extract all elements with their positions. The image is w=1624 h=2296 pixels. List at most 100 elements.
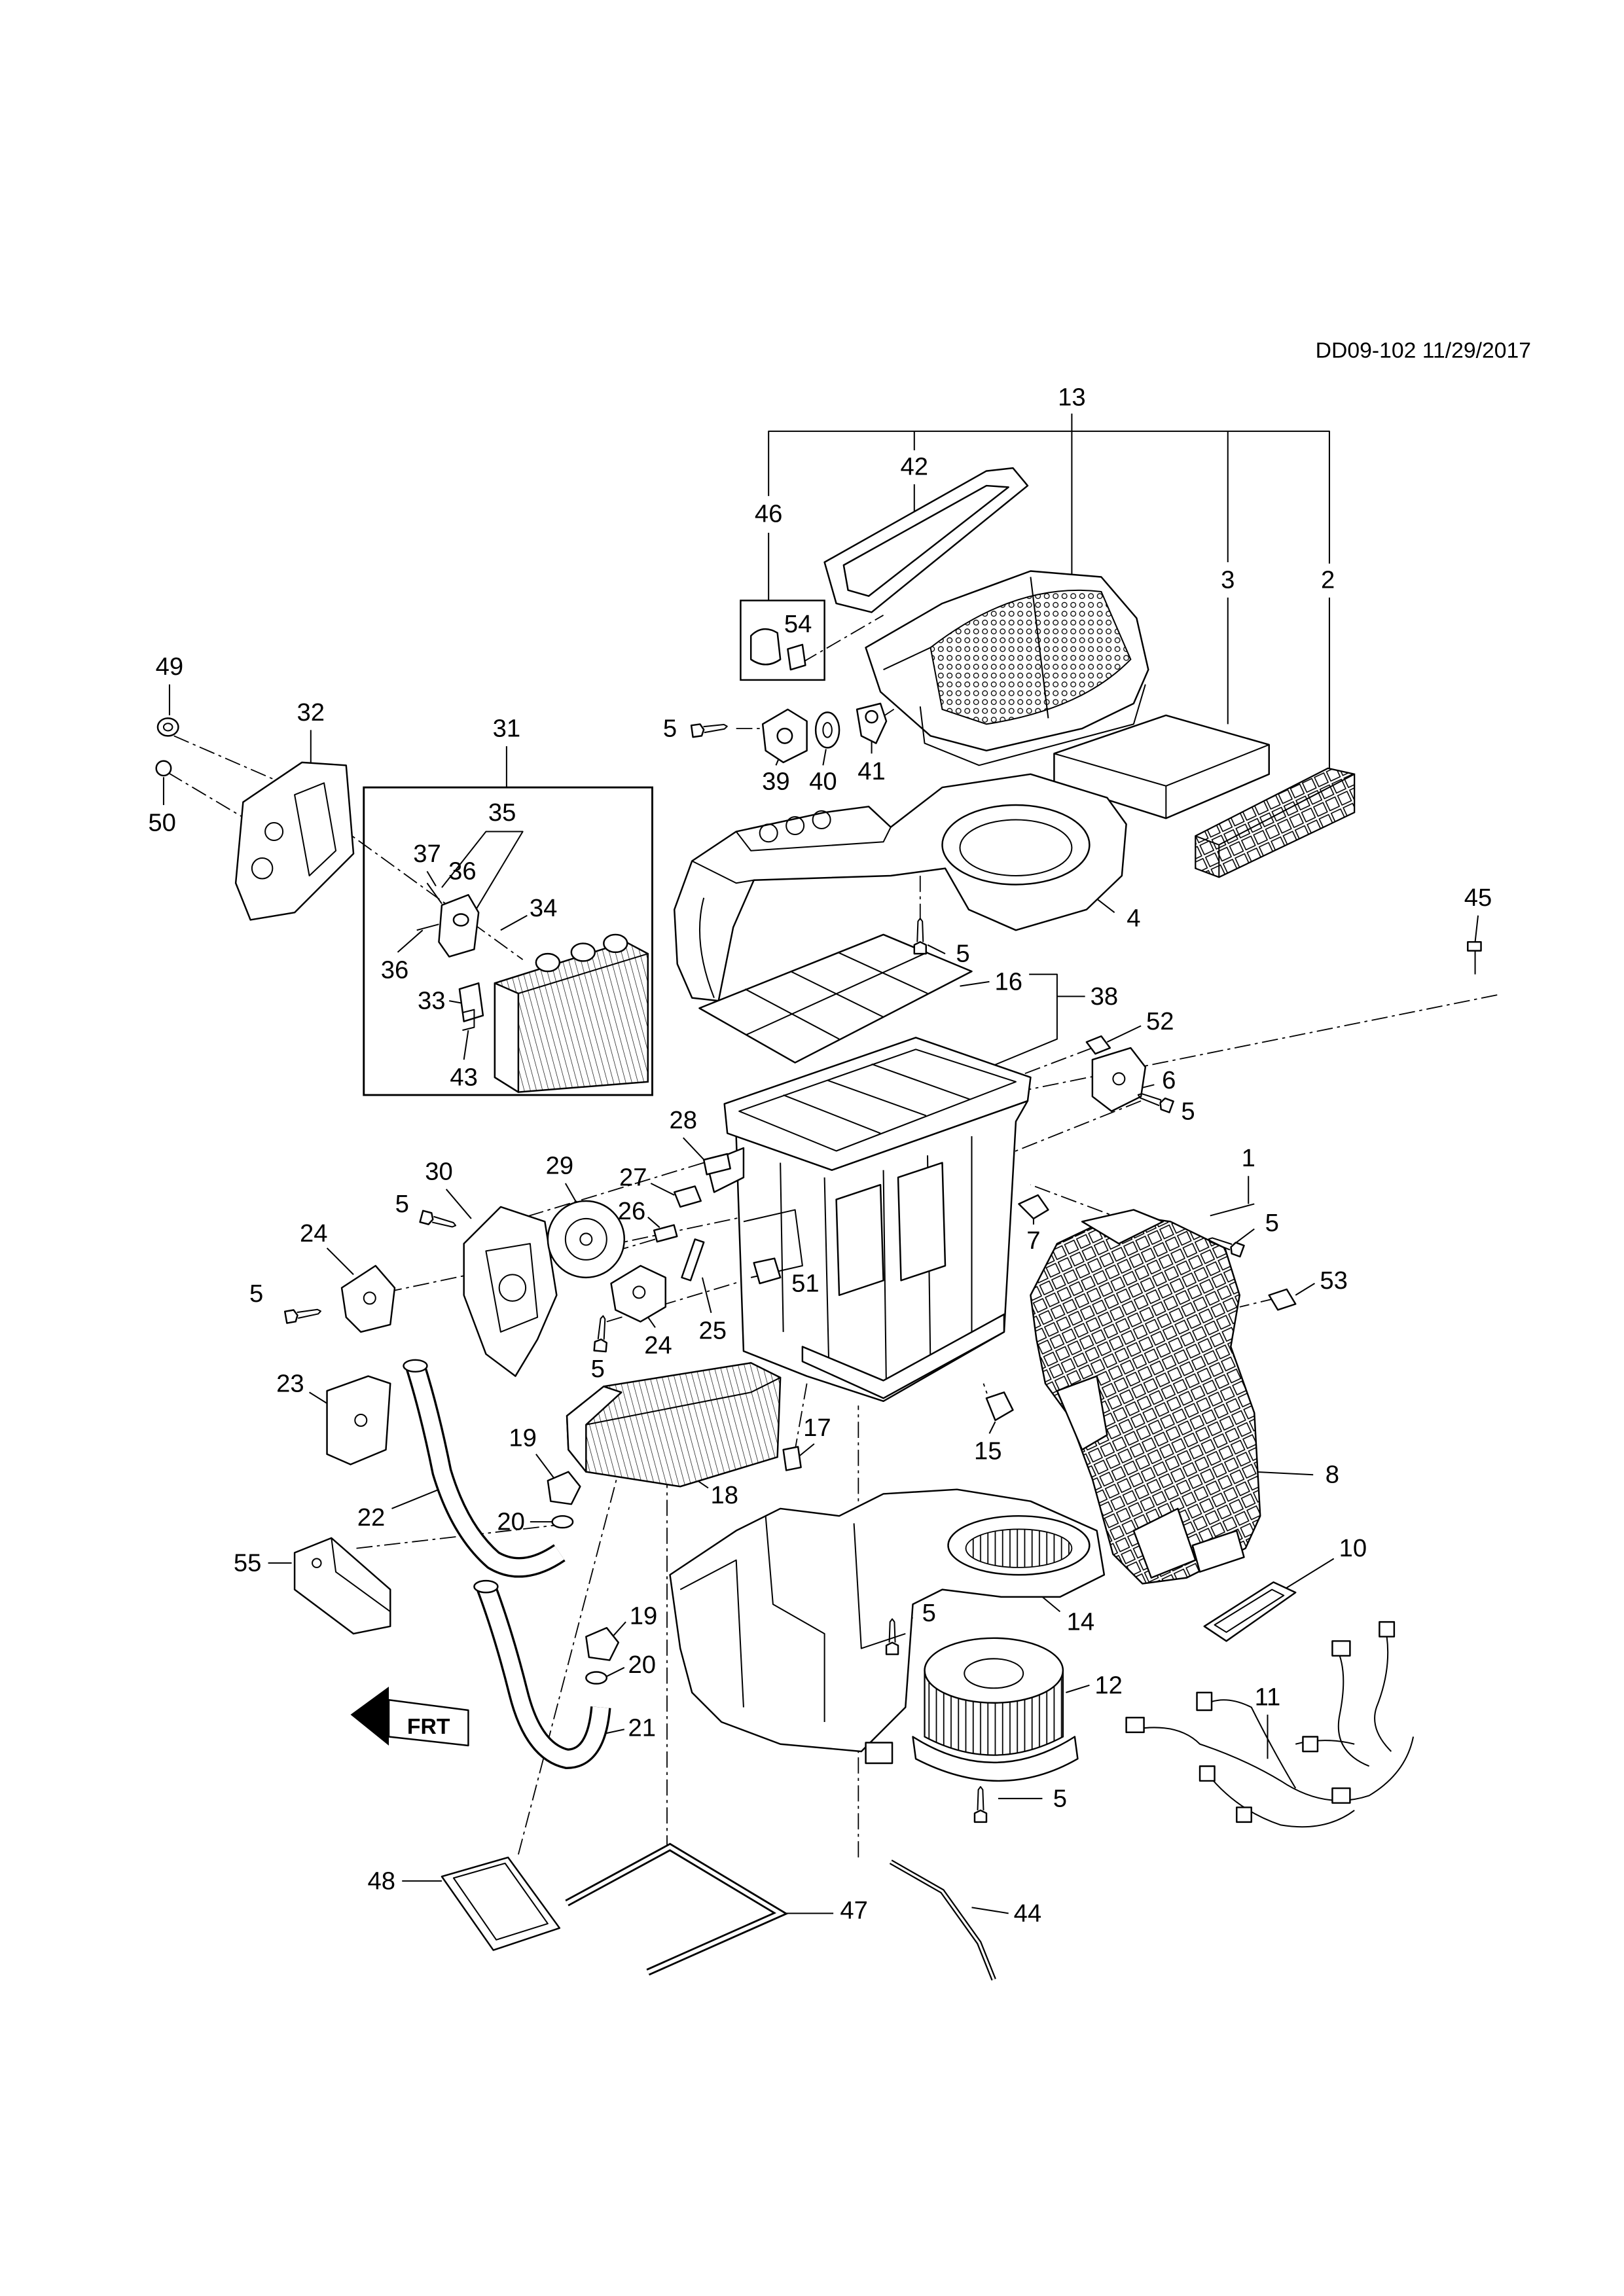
actuator-29: [547, 1200, 626, 1279]
callout-1: 1: [1242, 1144, 1255, 1172]
callout-24: 24: [644, 1331, 672, 1359]
actuator-6: [1091, 1047, 1147, 1113]
callout-36: 36: [381, 956, 409, 984]
washer-49: [156, 717, 179, 737]
callout-17: 17: [803, 1414, 831, 1442]
gasket-42: [823, 467, 1029, 613]
callout-42: 42: [901, 452, 929, 480]
callout-35: 35: [488, 798, 516, 827]
callout-8: 8: [1326, 1461, 1339, 1489]
callout-5: 5: [395, 1190, 409, 1218]
pin-1: [1210, 1203, 1255, 1217]
callout-25: 25: [698, 1316, 727, 1344]
heater-hose-21: [473, 1579, 611, 1769]
front-badge-label: FRT: [407, 1714, 450, 1739]
bracket-55: [293, 1537, 391, 1635]
callout-40: 40: [809, 768, 837, 796]
filter-grid-16: [698, 933, 973, 1064]
callout-12: 12: [1094, 1671, 1123, 1699]
grommet-53: [1268, 1288, 1297, 1311]
callout-15: 15: [974, 1437, 1002, 1465]
bracket-23: [326, 1375, 391, 1465]
screw-5: [283, 1308, 321, 1324]
callout-5: 5: [922, 1599, 936, 1627]
inset-box-54: [740, 600, 825, 681]
link-27: [674, 1185, 702, 1208]
gasket-plate-32: [234, 761, 355, 921]
callout-labels: 13 42 46 3 2 54 49 32 31 5 39 40 41 50 3…: [148, 384, 1492, 1928]
callout-5: 5: [956, 940, 969, 968]
callout-52: 52: [1146, 1007, 1174, 1035]
callout-55: 55: [234, 1549, 262, 1577]
clip-19-lower: [585, 1626, 620, 1661]
callout-53: 53: [1320, 1266, 1348, 1295]
callout-5: 5: [249, 1280, 263, 1308]
callout-33: 33: [418, 987, 446, 1015]
callout-32: 32: [297, 698, 325, 726]
lower-case-14: [669, 1488, 1106, 1765]
callout-46: 46: [755, 499, 783, 528]
rod-25: [681, 1238, 705, 1282]
air-distribution-duct-8: [1030, 1209, 1261, 1585]
callout-21: 21: [628, 1713, 657, 1742]
callout-5: 5: [663, 715, 677, 743]
screw-5: [593, 1315, 608, 1353]
expansion-valve-35: [416, 882, 480, 958]
sensor-7: [1018, 1194, 1049, 1220]
callout-54: 54: [784, 610, 812, 638]
screw-5: [419, 1210, 457, 1228]
callout-27: 27: [619, 1163, 647, 1191]
actuator-24-left: [340, 1265, 396, 1333]
wiring-harness-11: [1125, 1621, 1415, 1828]
blower-motor-12: [912, 1637, 1079, 1782]
screw-5: [913, 918, 928, 955]
callout-26: 26: [618, 1197, 646, 1225]
callout-47: 47: [840, 1896, 868, 1924]
callout-51: 51: [791, 1269, 820, 1297]
link-41: [856, 702, 888, 744]
drain-rod-44: [889, 1859, 996, 1981]
callout-19: 19: [630, 1602, 658, 1630]
callout-22: 22: [357, 1503, 386, 1532]
sensor-17: [782, 1446, 802, 1471]
cabin-filter-3: [1053, 714, 1270, 819]
cam-51: [753, 1257, 782, 1285]
sensor-15: [985, 1391, 1014, 1422]
fastener-45: [1467, 941, 1482, 975]
screw-5: [1137, 1093, 1174, 1113]
screw-5: [690, 723, 728, 738]
heater-hose-22: [403, 1359, 566, 1578]
screw-5: [885, 1618, 899, 1655]
callout-23: 23: [276, 1369, 304, 1397]
evaporator-34: [494, 933, 649, 1093]
link-28: [702, 1153, 731, 1175]
pad-10: [1203, 1581, 1297, 1642]
callout-48: 48: [367, 1867, 395, 1895]
callout-43: 43: [450, 1064, 478, 1092]
front-direction-badge: FRT: [350, 1687, 469, 1747]
actuator-24-right: [610, 1265, 666, 1323]
air-inlet-housing-13: [865, 570, 1149, 766]
callout-7: 7: [1026, 1227, 1040, 1255]
grommet-52: [1085, 1035, 1111, 1055]
callout-36: 36: [448, 857, 477, 886]
callout-30: 30: [425, 1157, 453, 1185]
callout-24: 24: [300, 1219, 328, 1247]
sheet-reference: DD09-102 11/29/2017: [1316, 338, 1531, 363]
callout-34: 34: [530, 894, 558, 922]
washer-20-lower: [585, 1671, 608, 1685]
callout-19: 19: [509, 1424, 537, 1452]
callout-20: 20: [628, 1651, 657, 1679]
callout-2: 2: [1321, 565, 1335, 594]
clip-43: [462, 1009, 475, 1031]
washer-20-upper: [551, 1515, 574, 1529]
callout-6: 6: [1162, 1066, 1176, 1094]
bracket-33: [458, 982, 484, 1022]
callout-20: 20: [497, 1508, 525, 1536]
callout-28: 28: [669, 1106, 697, 1134]
callout-5: 5: [591, 1355, 605, 1383]
washer-50: [155, 760, 172, 777]
screw-5: [973, 1785, 988, 1823]
callout-39: 39: [762, 768, 790, 796]
heater-core-18: [566, 1362, 782, 1488]
